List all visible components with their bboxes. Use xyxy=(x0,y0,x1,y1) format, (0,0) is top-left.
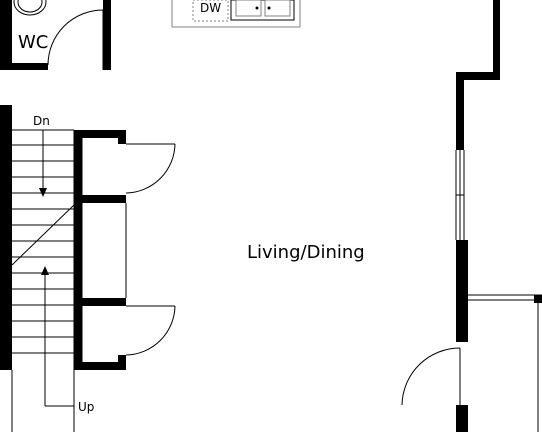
closet-left-wall xyxy=(74,130,82,370)
stair-break-line xyxy=(11,204,75,266)
dishwasher xyxy=(192,0,229,22)
wc-wall-right xyxy=(103,0,111,70)
faucet-left xyxy=(255,6,259,10)
closet-upper-right-wall xyxy=(118,130,126,144)
toilet-bowl-inner xyxy=(17,0,43,13)
dishwasher-label: DW xyxy=(200,1,221,15)
closet-middle-wall-a xyxy=(74,195,126,203)
wc-door-swing xyxy=(47,9,104,66)
sink-basin-right xyxy=(264,0,291,17)
exterior-door-swing xyxy=(401,347,461,406)
wc-room: WC xyxy=(0,0,111,70)
closet-bottom-wall xyxy=(74,362,126,370)
closets xyxy=(74,130,176,370)
sink xyxy=(230,0,295,21)
toilet-fixture xyxy=(13,0,47,16)
window xyxy=(455,150,465,240)
closet-lower-right-wall-b xyxy=(118,298,126,306)
wc-wall-bottom xyxy=(0,63,48,70)
closet-middle-wall-b xyxy=(74,298,126,306)
stair-down-label: Dn xyxy=(33,114,50,128)
wc-wall-left xyxy=(0,0,12,66)
kitchen-counter: DW xyxy=(171,0,301,28)
faucet-right xyxy=(267,6,271,10)
stair-up-label: Up xyxy=(78,400,94,414)
exterior-wall-left xyxy=(0,105,12,370)
closet-top-wall xyxy=(74,130,126,138)
closet-upper-door-swing xyxy=(125,143,176,194)
exterior-wall-right xyxy=(401,0,542,432)
closet-lower-door-swing xyxy=(125,305,176,356)
living-dining-label: Living/Dining xyxy=(247,242,365,263)
closet-bottom-right-wall xyxy=(118,355,126,370)
sink-basin-left xyxy=(235,0,262,17)
wc-label: WC xyxy=(18,32,48,53)
stair-up-arrowhead xyxy=(41,266,49,275)
staircase: Dn Up xyxy=(11,114,94,432)
stair-down-arrowhead xyxy=(39,188,47,197)
closet-lower-right-wall-a xyxy=(118,195,126,203)
